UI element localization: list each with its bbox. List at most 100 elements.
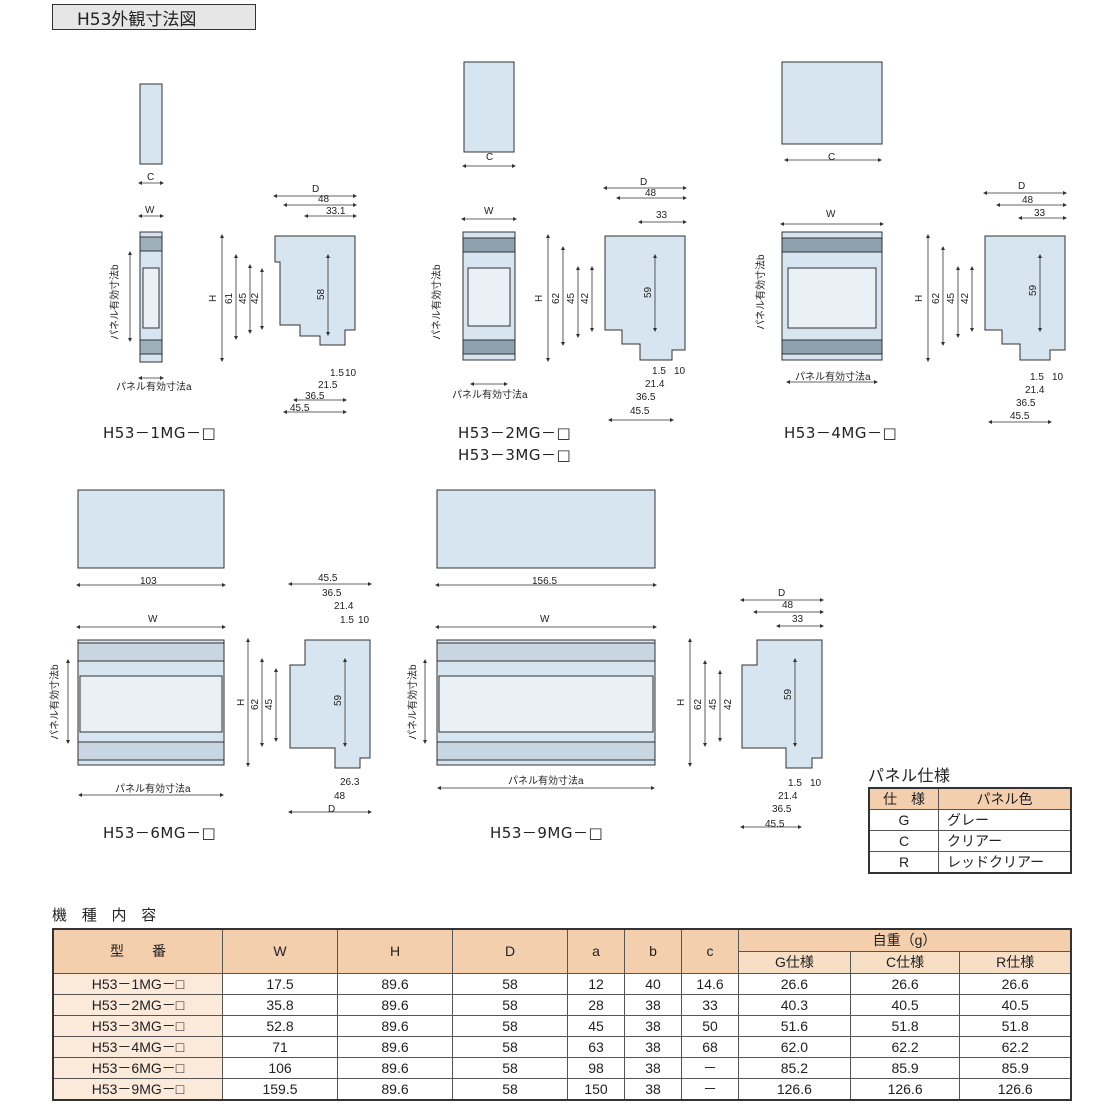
- value-cell: 12: [567, 972, 625, 995]
- value-cell: 126.6: [959, 1077, 1072, 1100]
- dim-panel-a-1mg: パネル有効寸法a: [116, 380, 192, 393]
- value-cell: 98: [567, 1056, 625, 1079]
- panel-spec-cell: R: [868, 851, 939, 874]
- module-1mg-side-view: [274, 235, 356, 346]
- dim-45-5-1mg: 45.5: [290, 403, 310, 414]
- dim-45-9mg: 45: [708, 698, 719, 710]
- value-cell: 38: [624, 1077, 682, 1100]
- header-c: c: [681, 928, 739, 974]
- dim-61-1mg: 61: [224, 292, 235, 304]
- value-cell: 58: [452, 1014, 568, 1037]
- dim-42-9mg: 42: [723, 698, 734, 710]
- table-row: G グレー: [868, 809, 1072, 831]
- dim-21-4-6mg: 21.4: [334, 601, 354, 612]
- value-cell: 33: [681, 993, 739, 1016]
- dim-d-2mg: D: [640, 177, 647, 188]
- value-cell: 38: [624, 993, 682, 1016]
- value-cell: 40: [624, 972, 682, 995]
- dim-10-6mg: 10: [358, 615, 370, 626]
- dim-62-6mg: 62: [250, 698, 261, 710]
- spec-table: 型 番 W H D a b c 自重（g） G仕様 C仕様 R仕様 H53－1M…: [52, 928, 1072, 1101]
- value-cell: 89.6: [337, 993, 453, 1016]
- model-label-9mg: H53－9MG－□: [490, 824, 604, 842]
- dim-45-6mg: 45: [264, 698, 275, 710]
- dim-48-2mg: 48: [645, 188, 657, 199]
- dim-156-5: 156.5: [532, 576, 557, 587]
- value-cell: 40.5: [959, 993, 1072, 1016]
- model-label-4mg: H53－4MG－□: [784, 424, 898, 442]
- value-cell: 51.6: [738, 1014, 851, 1037]
- table-row: C クリアー: [868, 830, 1072, 852]
- panel-spec-header-color: パネル色: [938, 787, 1072, 810]
- value-cell: 45: [567, 1014, 625, 1037]
- dim-panel-a-9mg: パネル有効寸法a: [508, 774, 584, 787]
- dim-w-4mg: W: [826, 209, 836, 220]
- value-cell: －: [681, 1077, 739, 1100]
- header-g: G仕様: [738, 950, 851, 974]
- dim-59-4mg: 59: [1028, 284, 1039, 296]
- spec-table-title: 機 種 内 容: [52, 906, 162, 924]
- value-cell: 89.6: [337, 1014, 453, 1037]
- value-cell: 38: [624, 1014, 682, 1037]
- value-cell: 62.2: [959, 1035, 1072, 1058]
- panel-spec-cell: クリアー: [938, 830, 1072, 852]
- value-cell: 89.6: [337, 1056, 453, 1079]
- dim-62-9mg: 62: [693, 698, 704, 710]
- dim-10-4mg: 10: [1052, 372, 1064, 383]
- dim-33-9mg: 33: [792, 614, 804, 625]
- dim-45-5-6mg: 45.5: [318, 573, 338, 584]
- header-h: H: [337, 928, 453, 974]
- dim-45-5-4mg: 45.5: [1010, 411, 1030, 422]
- page-title: H53外観寸法図: [52, 4, 256, 30]
- dim-c-2mg: C: [486, 152, 493, 163]
- panel-spec-cell: G: [868, 809, 939, 831]
- dim-36-5-4mg: 36.5: [1016, 398, 1036, 409]
- panel-spec-title: パネル仕様: [868, 766, 951, 785]
- dim-panel-b-4mg: パネル有効寸法b: [754, 254, 767, 330]
- dim-59-2mg: 59: [643, 286, 654, 298]
- module-2mg-top-view: [463, 61, 515, 153]
- header-r: R仕様: [959, 950, 1072, 974]
- value-cell: 71: [222, 1035, 338, 1058]
- value-cell: 58: [452, 1056, 568, 1079]
- dim-103: 103: [140, 576, 157, 587]
- value-cell: 58: [452, 1035, 568, 1058]
- panel-spec-cell: グレー: [938, 809, 1072, 831]
- dim-h-9mg: H: [676, 699, 687, 706]
- dim-h-6mg: H: [236, 699, 247, 706]
- value-cell: 126.6: [849, 1077, 961, 1100]
- dim-panel-a-6mg: パネル有効寸法a: [115, 782, 191, 795]
- dim-45-2mg: 45: [566, 292, 577, 304]
- dim-21-4-9mg: 21.4: [778, 791, 798, 802]
- dim-36-5-9mg: 36.5: [772, 804, 792, 815]
- module-9mg-top-view: [436, 489, 656, 569]
- module-1mg-top-view: [139, 83, 163, 165]
- value-cell: 106: [222, 1056, 338, 1079]
- panel-spec-header-spec: 仕 様: [868, 787, 939, 810]
- value-cell: 50: [681, 1014, 739, 1037]
- dim-d-6mg: D: [328, 804, 335, 815]
- value-cell: 150: [567, 1077, 625, 1100]
- dim-21-5-1mg: 21.5: [318, 380, 338, 391]
- dim-w-6mg: W: [148, 614, 158, 625]
- dim-1-5-2mg: 1.5: [652, 366, 666, 377]
- dim-panel-a-2mg: パネル有効寸法a: [452, 388, 528, 401]
- value-cell: 51.8: [849, 1014, 961, 1037]
- module-6mg-side-view: [289, 639, 371, 769]
- dim-26-3-6mg: 26.3: [340, 777, 360, 788]
- value-cell: 126.6: [738, 1077, 851, 1100]
- value-cell: 51.8: [959, 1014, 1072, 1037]
- panel-spec-cell: C: [868, 830, 939, 852]
- value-cell: 52.8: [222, 1014, 338, 1037]
- value-cell: 85.2: [738, 1056, 851, 1079]
- value-cell: 38: [624, 1056, 682, 1079]
- module-4mg-top-view: [781, 61, 883, 145]
- model-cell: H53－6MG－□: [52, 1056, 223, 1079]
- value-cell: 62.0: [738, 1035, 851, 1058]
- module-4mg-side-view: [984, 235, 1066, 361]
- panel-spec-table: 仕 様 パネル色 G グレー C クリアー R レッドクリアー: [868, 787, 1072, 874]
- value-cell: 28: [567, 993, 625, 1016]
